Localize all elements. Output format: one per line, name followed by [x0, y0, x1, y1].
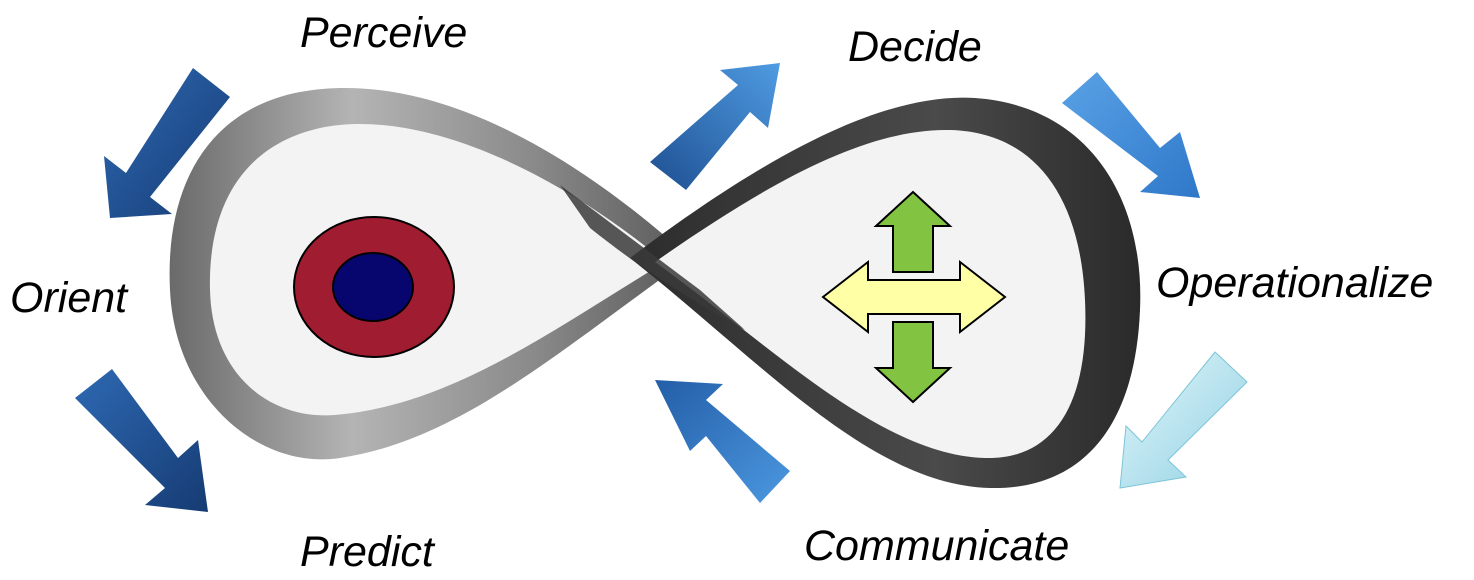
arrow-communicate-to-left-loop: [655, 380, 790, 503]
stage-label-predict: Predict: [300, 528, 434, 576]
stage-label-communicate: Communicate: [804, 522, 1070, 570]
stage-label-perceive: Perceive: [300, 9, 468, 57]
arrow-orient-to-predict: [75, 369, 208, 512]
arrow-operationalize-to-communicate: [1119, 351, 1248, 489]
stage-label-decide: Decide: [848, 23, 982, 71]
four-way-arrow-icon: [821, 190, 1007, 404]
arrow-to-decide: [650, 63, 780, 190]
arrow-perceive-to-orient: [104, 68, 230, 218]
target-icon: [293, 216, 455, 358]
stage-label-orient: Orient: [10, 274, 128, 322]
arrow-decide-to-operationalize: [1062, 72, 1200, 198]
stage-label-operationalize: Operationalize: [1156, 259, 1434, 307]
